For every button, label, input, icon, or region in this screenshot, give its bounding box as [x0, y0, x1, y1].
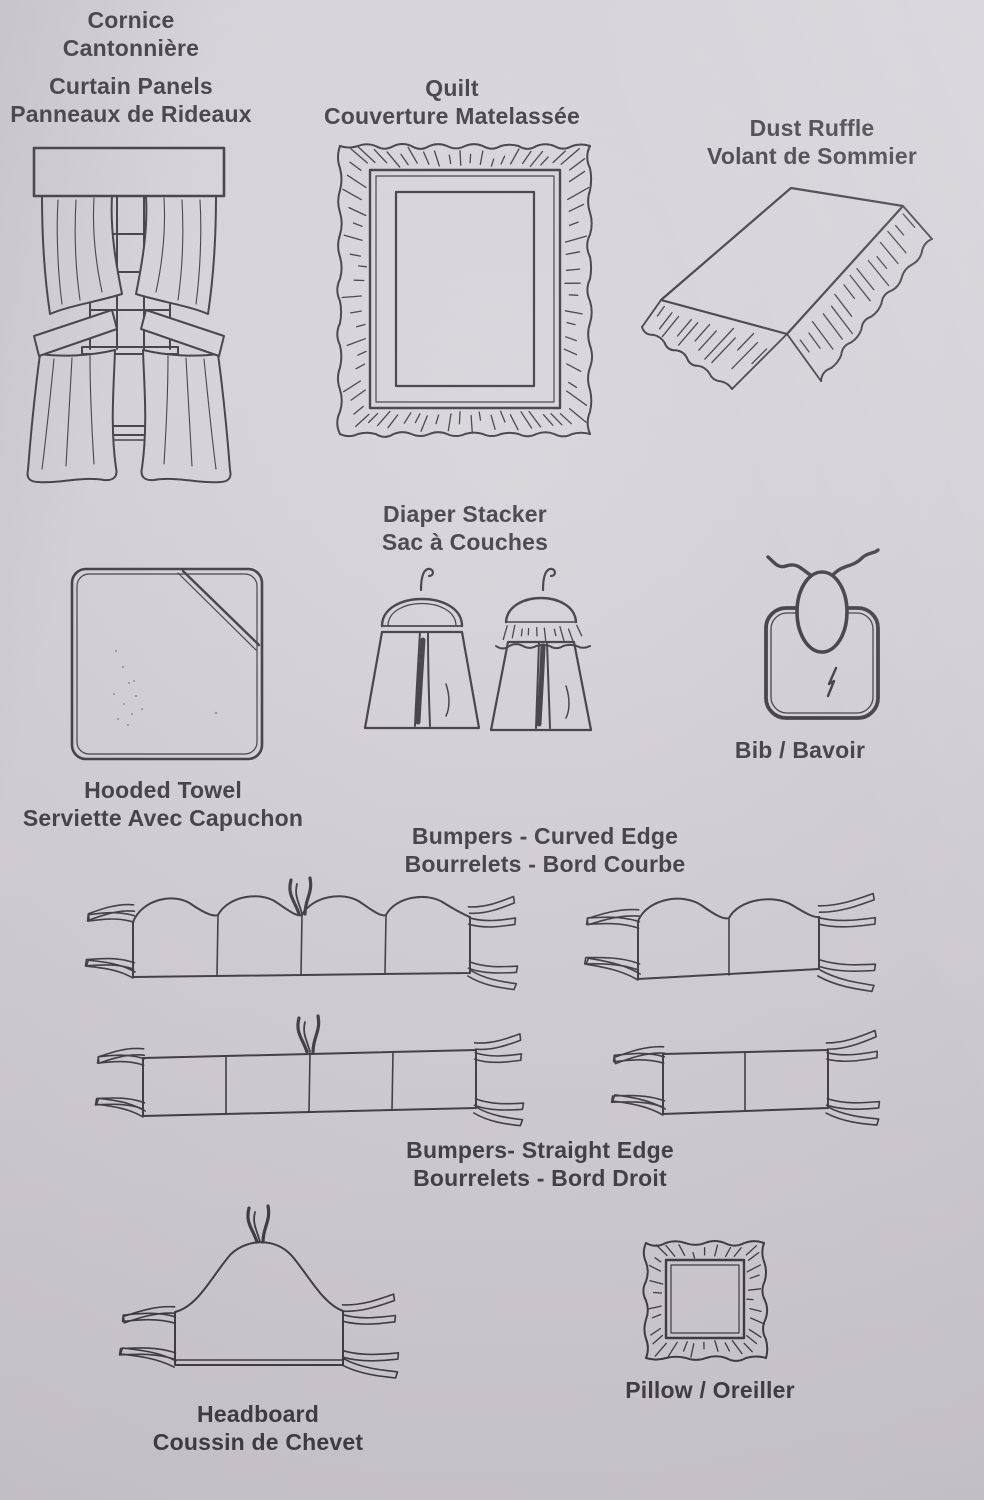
pillow-body: [664, 1258, 746, 1340]
left-curtain: [26, 195, 123, 484]
bumper-curved-large-illustration: [84, 876, 519, 991]
headboard-illustration: [118, 1204, 400, 1379]
headboard-ties: [118, 1204, 400, 1379]
bumpers-curved-label-en: Bumpers - Curved Edge: [411, 823, 679, 849]
dust-ruffle-skirt: [641, 213, 933, 390]
bib-illustration: [764, 548, 880, 720]
towel-speckles: [113, 650, 218, 726]
headboard-label-en: Headboard: [197, 1401, 319, 1427]
dust-ruffle-label-en: Dust Ruffle: [749, 115, 875, 141]
bumper-ties: [94, 1014, 525, 1127]
cornice-curtain-label: Cornice Cantonnière Curtain Panels Panne…: [10, 6, 252, 128]
quilt-illustration: [336, 143, 593, 438]
bumpers-straight-label-en: Bumpers- Straight Edge: [406, 1137, 674, 1163]
headboard-label-fr: Coussin de Chevet: [152, 1429, 364, 1455]
mattress-top: [641, 186, 933, 390]
curtain-panels-label-fr: Panneaux de Rideaux: [10, 101, 252, 127]
dust-ruffle-label-fr: Volant de Sommier: [706, 143, 918, 169]
hooded-towel-label: Hooded Towel Serviette Avec Capuchon: [23, 776, 303, 832]
headboard-body: [174, 1241, 344, 1366]
pillow-label: Pillow / Oreiller: [625, 1377, 795, 1403]
bumper-curved-small-illustration: [583, 892, 877, 993]
hooded-towel-illustration: [70, 567, 264, 761]
bumper-body: [142, 1049, 477, 1117]
diaper-stacker-ruffled: [489, 567, 593, 732]
quilt-label: Quilt Couverture Matelassée: [324, 74, 580, 130]
diaper-stacker-label-en: Diaper Stacker: [383, 501, 547, 527]
pillow-ruffle-border: [642, 1240, 769, 1362]
dust-ruffle-illustration: [641, 186, 933, 390]
quilt-ruffle-border: [336, 143, 593, 438]
bumper-body: [662, 1049, 829, 1115]
bumpers-straight-label: Bumpers- Straight Edge Bourrelets - Bord…: [406, 1136, 674, 1192]
towel-body: [70, 567, 264, 761]
diaper-stacker-plain: [363, 567, 481, 730]
bumper-straight-large-illustration: [94, 1014, 525, 1127]
bumper-ties: [610, 1029, 881, 1126]
stacker-ruffle: [495, 624, 591, 650]
bumper-ties: [583, 892, 877, 993]
hooded-towel-label-fr: Serviette Avec Capuchon: [22, 805, 304, 831]
right-curtain: [135, 195, 232, 484]
dust-ruffle-label: Dust Ruffle Volant de Sommier: [707, 114, 917, 170]
bumpers-curved-label: Bumpers - Curved Edge Bourrelets - Bord …: [405, 822, 686, 878]
curtain-panels-label-en: Curtain Panels: [49, 73, 213, 99]
pillow-illustration: [642, 1240, 769, 1362]
diaper-stacker-illustration: [363, 567, 593, 732]
bib-label: Bib / Bavoir: [734, 737, 866, 763]
bib-body: [764, 548, 880, 720]
cornice-label-en: Cornice: [87, 7, 175, 33]
quilt-label-en: Quilt: [425, 75, 479, 101]
diaper-stacker-label: Diaper Stacker Sac à Couches: [382, 500, 548, 556]
hooded-towel-label-en: Hooded Towel: [84, 777, 242, 803]
quilt-body: [368, 168, 562, 410]
bumper-body: [132, 895, 471, 978]
quilt-label-fr: Couverture Matelassée: [323, 103, 581, 129]
bumpers-curved-label-fr: Bourrelets - Bord Courbe: [404, 851, 686, 877]
bumper-straight-small-illustration: [610, 1029, 881, 1126]
cornice-label-fr: Cantonnière: [62, 35, 200, 61]
cornice-box: [32, 146, 226, 198]
bumpers-straight-label-fr: Bourrelets - Bord Droit: [413, 1165, 667, 1191]
diaper-stacker-label-fr: Sac à Couches: [381, 529, 549, 555]
headboard-label: Headboard Coussin de Chevet: [153, 1400, 363, 1456]
cornice-curtain-panels-illustration: [26, 146, 232, 484]
bumper-ties: [84, 876, 519, 991]
bumper-body: [637, 897, 820, 980]
